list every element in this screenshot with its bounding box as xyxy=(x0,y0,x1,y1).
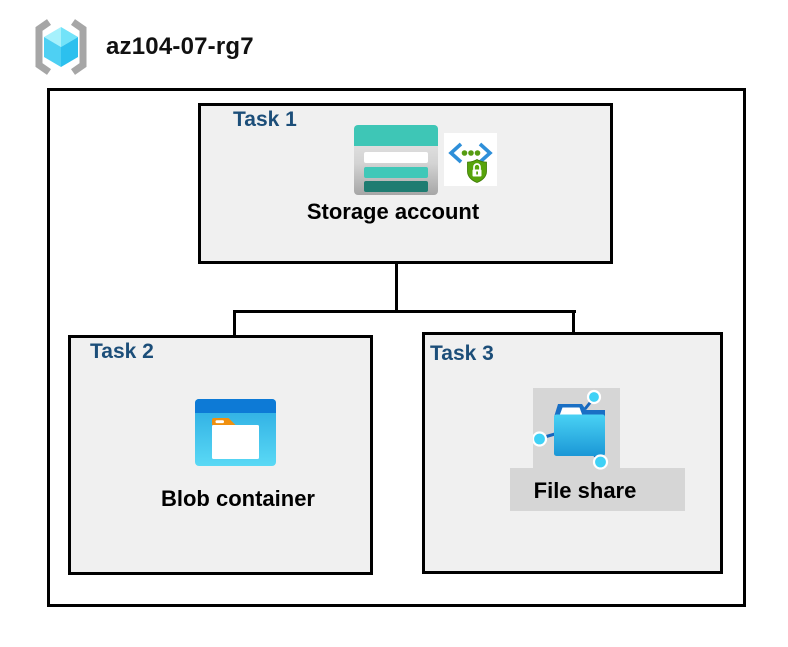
task1-label: Task 1 xyxy=(233,108,297,131)
file-share-icon xyxy=(533,389,609,470)
file-share-label: File share xyxy=(533,478,637,503)
secure-access-icon xyxy=(444,133,497,186)
task2-label: Task 2 xyxy=(90,340,154,363)
connector-storage-trunk xyxy=(395,233,398,312)
resource-group-icon xyxy=(35,19,87,75)
resource-group-name: az104-07-rg7 xyxy=(106,33,254,60)
connector-branch xyxy=(233,310,576,313)
blob-container-label: Blob container xyxy=(160,486,315,511)
blob-container-icon xyxy=(195,399,276,466)
resource-group-header: az104-07-rg7 xyxy=(28,16,254,78)
task3-label: Task 3 xyxy=(430,342,494,365)
storage-account-label: Storage account xyxy=(306,199,480,224)
file-share-label-backdrop xyxy=(510,468,685,511)
storage-account-icon xyxy=(354,125,438,195)
